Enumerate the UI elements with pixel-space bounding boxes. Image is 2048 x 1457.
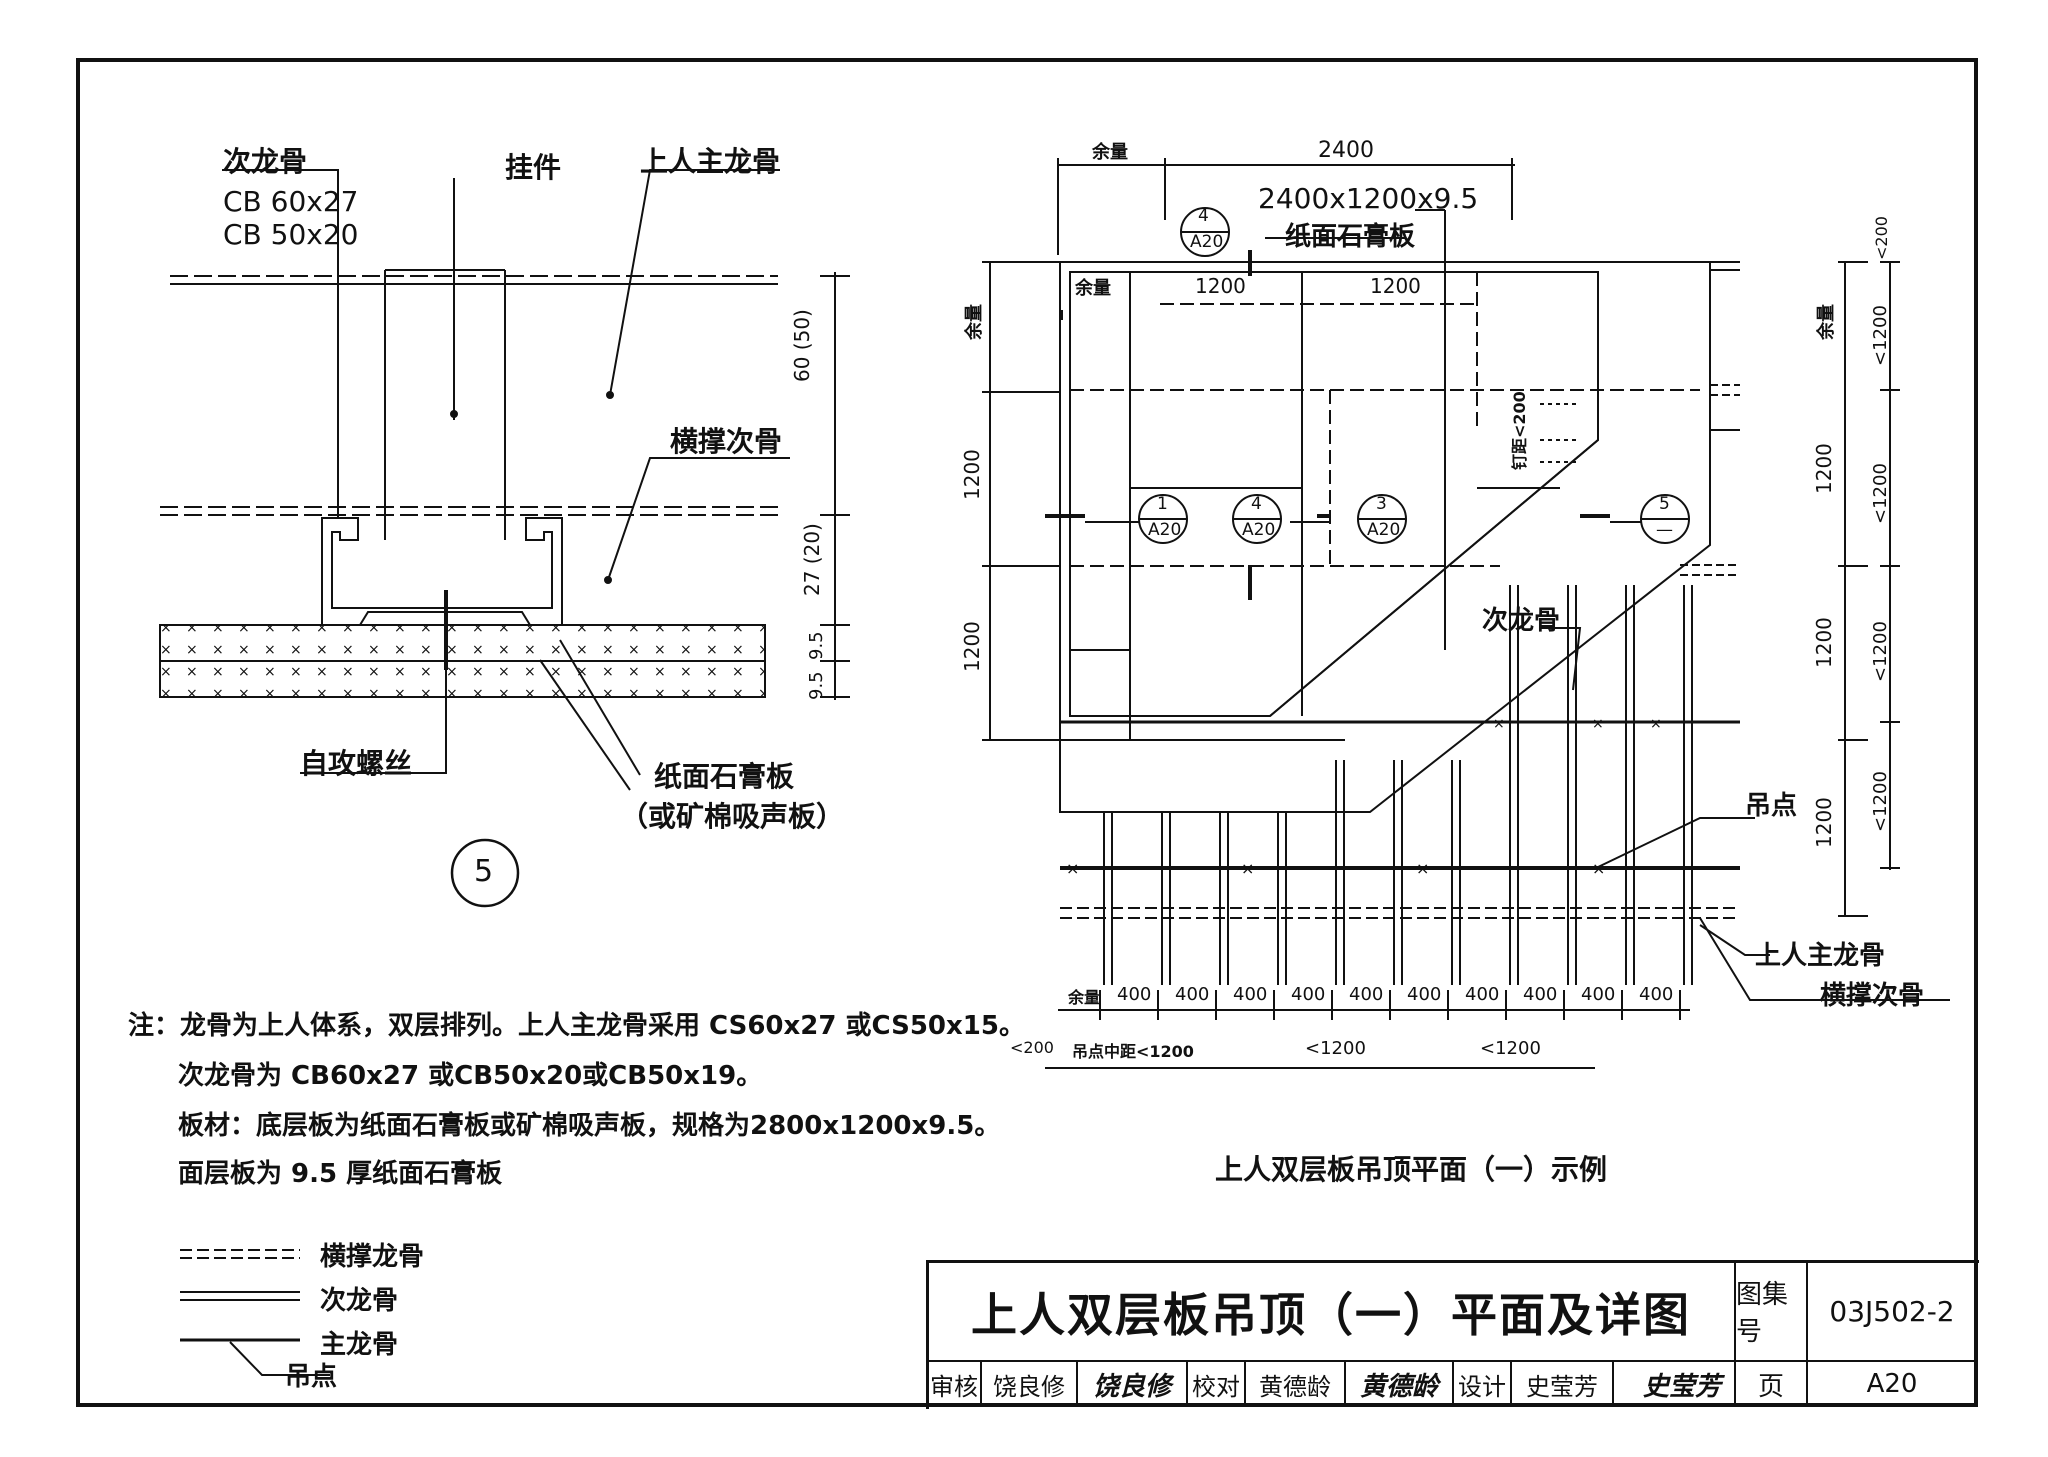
reviewer-signature: 饶良修: [1078, 1362, 1188, 1406]
svg-text:×: ×: [1066, 859, 1079, 878]
sheet-border: [76, 58, 1978, 1407]
design-label: 设计: [1454, 1362, 1512, 1406]
svg-text:×: ×: [1592, 716, 1604, 732]
tb-divider-v2: [1806, 1260, 1808, 1406]
svg-text:×: ×: [1592, 859, 1605, 878]
tb-divider-h: [926, 1360, 1976, 1362]
review-label: 审核: [928, 1362, 982, 1406]
svg-text:×: ×: [1241, 859, 1254, 878]
designer-name: 史莹芳: [1512, 1362, 1614, 1406]
title-block-signatures: 审核 饶良修 饶良修 校对 黄德龄 黄德龄 设计 史莹芳 史莹芳: [928, 1362, 1750, 1406]
svg-text:×: ×: [1493, 716, 1505, 732]
tb-divider-v1: [1734, 1260, 1736, 1406]
title-block-title: 上人双层板吊顶（一）平面及详图: [971, 1288, 1691, 1342]
svg-text:×: ×: [1416, 859, 1429, 878]
page-number: A20: [1866, 1369, 1918, 1399]
checker-name: 黄德龄: [1246, 1362, 1346, 1406]
designer-signature: 史莹芳: [1642, 1371, 1721, 1402]
atlas-number: 03J502-2: [1829, 1294, 1955, 1328]
legend-graphics: [180, 1249, 330, 1376]
atlas-label: 图集号: [1736, 1280, 1789, 1347]
check-label: 校对: [1188, 1362, 1246, 1406]
detail-5: [159, 169, 850, 908]
title-block: [926, 1260, 1979, 1409]
plan-view: × × × × × × ×: [982, 158, 1950, 1069]
reviewer-name: 饶良修: [982, 1362, 1078, 1406]
svg-text:×: ×: [1650, 716, 1662, 732]
plan-callouts: [1138, 207, 1690, 544]
checker-signature: 黄德龄: [1346, 1362, 1454, 1406]
page-label: 页: [1757, 1371, 1784, 1402]
